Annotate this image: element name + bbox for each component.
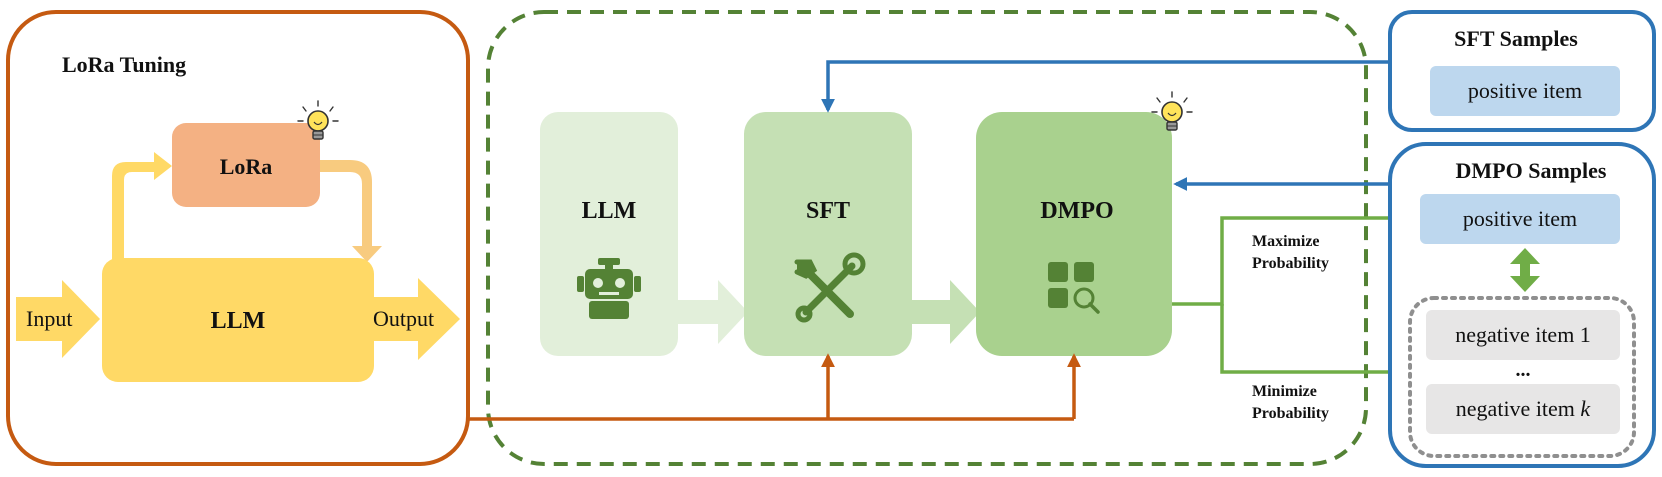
dmpo-stage-label: DMPO [1040,198,1113,224]
maximize-label-line2: Probability [1252,255,1329,272]
sft-stage-box [744,112,912,356]
output-label: Output [373,306,434,331]
llm-stage-label: LLM [582,198,637,224]
maximize-label-line1: Maximize [1252,233,1320,250]
lora-bypass-arrow-up [112,152,172,262]
negative-item-1: negative item 1 [1455,322,1591,347]
lora-bypass-arrow-down [318,160,382,262]
dmpo-stage-box [976,112,1172,356]
negative-item-k: negative item k [1456,396,1592,421]
sft-positive-item-box [1430,66,1620,116]
tools-icon [794,252,866,323]
lora-tuning-panel: LoRa Tuning LoRa LLM Input Output [6,10,470,466]
robot-icon [577,258,641,319]
input-arrow [16,280,100,358]
llm-base-label: LLM [211,308,266,334]
lora-to-stages-connector [466,353,1081,421]
llm-stage-box [540,112,678,356]
negative-item-k-box [1426,384,1620,434]
dmpo-positive-item-box [1420,194,1620,244]
llm-to-sft-arrow [678,280,748,344]
negative-items-ellipsis: ... [1516,359,1531,381]
lora-tuning-title: LoRa Tuning [62,52,186,77]
probability-arrows [1172,211,1419,379]
sft-to-dmpo-arrow [910,280,980,344]
output-arrow [372,278,460,360]
negative-item-1-box [1426,310,1620,360]
samples-to-stages-connector [821,60,1390,191]
minimize-label-line1: Minimize [1252,383,1317,400]
pipeline-dashed-frame [486,10,1368,466]
dmpo-positive-item: positive item [1463,206,1577,231]
positive-negative-double-arrow [1510,248,1540,292]
negative-item-k-prefix: negative item [1456,396,1581,421]
grid-search-icon [1048,262,1100,314]
lora-box-label: LoRa [220,154,273,179]
minimize-label-line2: Probability [1252,405,1329,422]
dmpo-samples-panel: DMPO Samples positive item negative item… [1388,142,1656,468]
input-label: Input [26,306,72,331]
negative-item-k-variable: k [1580,396,1591,421]
sft-positive-item: positive item [1468,78,1582,103]
pipeline-region: LLM SFT DMPO [486,10,1368,466]
lora-box [172,123,320,207]
lora-tuning-frame [6,10,470,466]
sft-stage-label: SFT [806,198,850,224]
llm-base-box [102,258,374,382]
dmpo-samples-title: DMPO Samples [1456,158,1607,183]
sft-samples-panel: SFT Samples positive item [1388,10,1656,132]
sft-samples-title: SFT Samples [1454,26,1578,51]
